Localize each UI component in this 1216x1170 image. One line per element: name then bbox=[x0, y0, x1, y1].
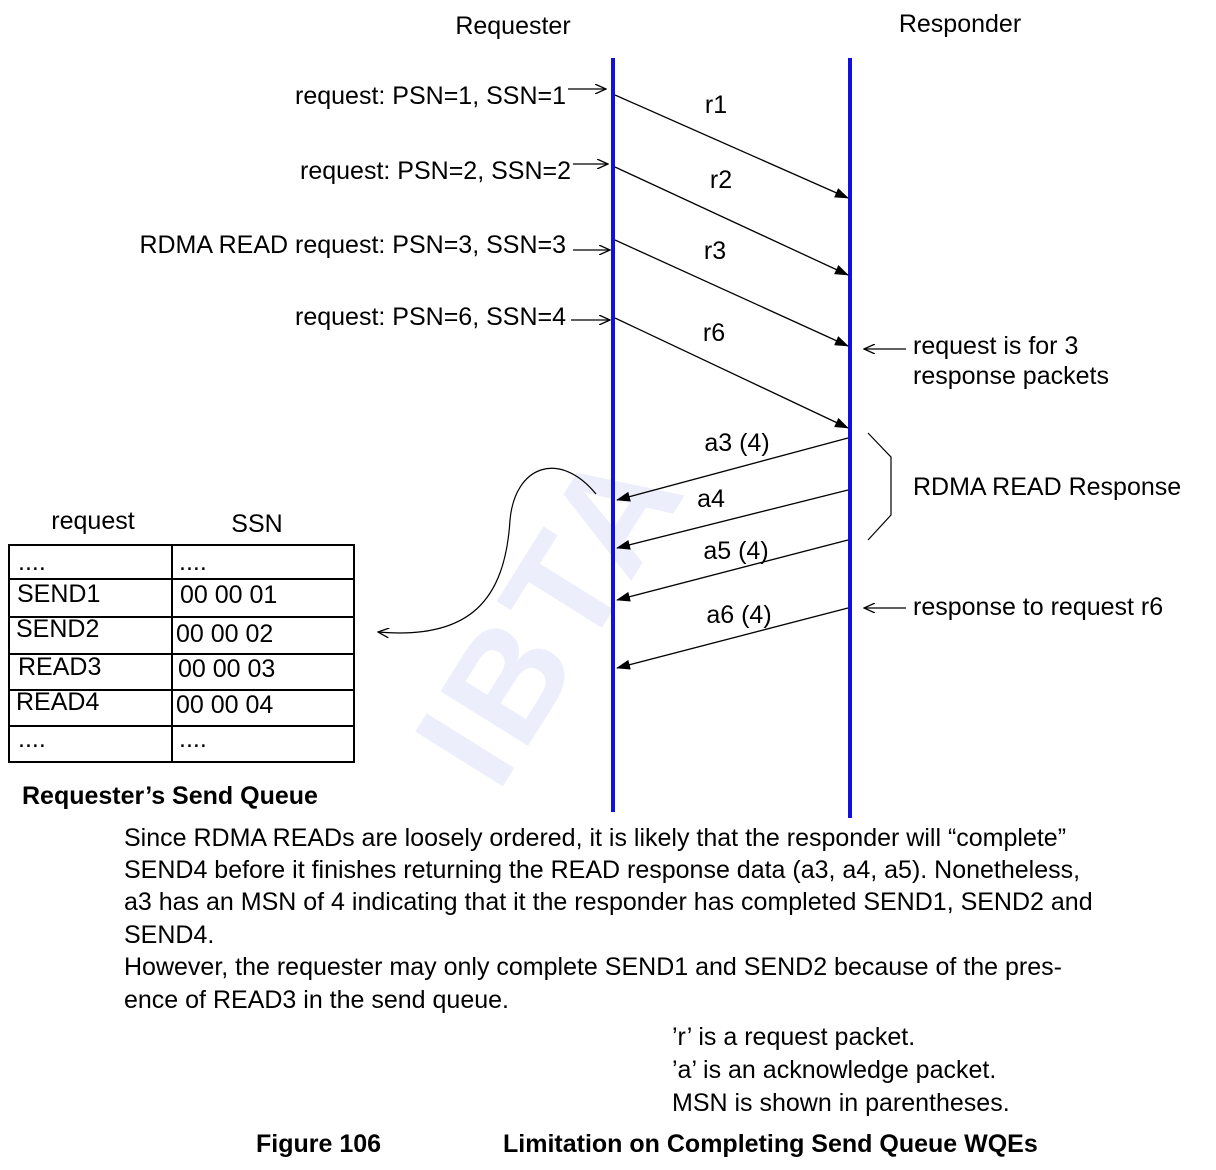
packet-label-r3: r3 bbox=[704, 237, 726, 265]
packet-arrow-r1 bbox=[614, 94, 849, 199]
figure-number: Figure 106 bbox=[256, 1130, 382, 1158]
packet-label-a5: a5 (4) bbox=[703, 537, 768, 565]
request-label-4: request: PSN=6, SSN=4 bbox=[295, 303, 566, 331]
explanation-line-2: SEND4 before it finishes returning the R… bbox=[124, 856, 1081, 884]
packet-arrow-a3 bbox=[616, 437, 849, 502]
queue-row-2-request: SEND2 bbox=[16, 615, 99, 643]
queue-header-ssn: SSN bbox=[231, 510, 282, 538]
queue-row-5-ssn: .... bbox=[179, 725, 207, 753]
explanation-line-5: However, the requester may only complete… bbox=[124, 953, 1062, 981]
packet-arrow-r3 bbox=[614, 239, 849, 347]
packet-label-r6: r6 bbox=[703, 319, 725, 347]
packet-arrow-a5 bbox=[616, 539, 849, 602]
read-response-brace bbox=[867, 432, 892, 541]
packet-label-r2: r2 bbox=[710, 166, 732, 194]
request-label-3: RDMA READ request: PSN=3, SSN=3 bbox=[139, 231, 566, 259]
queue-row-4-request: READ4 bbox=[16, 688, 99, 716]
explanation-line-3: a3 has an MSN of 4 indicating that it th… bbox=[124, 888, 1093, 916]
legend-line-1: ’r’ is a request packet. bbox=[672, 1023, 916, 1051]
queue-row-2-ssn: 00 00 02 bbox=[176, 620, 273, 648]
queue-row-4-ssn: 00 00 04 bbox=[176, 691, 273, 719]
queue-header-request: request bbox=[51, 507, 134, 535]
note-read-request-line1: request is for 3 bbox=[913, 332, 1078, 360]
queue-row-0-request: .... bbox=[18, 548, 46, 576]
request-label-2: request: PSN=2, SSN=2 bbox=[300, 157, 571, 185]
curved-arrow-to-send-queue bbox=[378, 467, 597, 633]
packet-label-a3: a3 (4) bbox=[704, 429, 769, 457]
queue-row-3-ssn: 00 00 03 bbox=[178, 655, 275, 683]
packet-label-a6: a6 (4) bbox=[706, 601, 771, 629]
send-queue-title: Requester’s Send Queue bbox=[22, 782, 318, 810]
request-label-1: request: PSN=1, SSN=1 bbox=[295, 82, 566, 110]
requester-header: Requester bbox=[455, 12, 570, 40]
figure-title: Limitation on Completing Send Queue WQEs bbox=[503, 1130, 1038, 1158]
queue-row-1-ssn: 00 00 01 bbox=[180, 581, 277, 609]
packet-label-a4: a4 bbox=[697, 485, 725, 513]
note-read-request-line2: response packets bbox=[913, 362, 1109, 390]
send-queue-table: request SSN .... .... SEND1 00 00 01 SEN… bbox=[8, 507, 355, 763]
note-r6-response: response to request r6 bbox=[913, 593, 1163, 621]
packet-arrow-a6 bbox=[616, 607, 849, 670]
queue-row-3-request: READ3 bbox=[18, 653, 101, 681]
queue-row-5-request: .... bbox=[18, 725, 46, 753]
legend-line-3: MSN is shown in parentheses. bbox=[672, 1089, 1010, 1117]
explanation-line-1: Since RDMA READs are loosely ordered, it… bbox=[124, 824, 1067, 852]
ibta-watermark: IBTA bbox=[382, 415, 717, 812]
queue-row-0-ssn: .... bbox=[179, 548, 207, 576]
explanation-line-4: SEND4. bbox=[124, 921, 215, 949]
queue-row-1-request: SEND1 bbox=[17, 580, 100, 608]
packet-arrow-r6 bbox=[614, 317, 849, 429]
legend-line-2: ’a’ is an acknowledge packet. bbox=[672, 1056, 997, 1084]
explanation-line-6: ence of READ3 in the send queue. bbox=[124, 986, 509, 1014]
packet-arrow-a4 bbox=[616, 489, 849, 550]
packet-label-r1: r1 bbox=[705, 91, 727, 119]
responder-header: Responder bbox=[899, 10, 1021, 38]
watermark-text: IBTA bbox=[382, 415, 717, 812]
note-read-response: RDMA READ Response bbox=[913, 473, 1181, 501]
packet-arrow-r2 bbox=[614, 166, 849, 276]
sequence-diagram: IBTA Requester Responder request: PSN=1,… bbox=[8, 10, 1181, 818]
